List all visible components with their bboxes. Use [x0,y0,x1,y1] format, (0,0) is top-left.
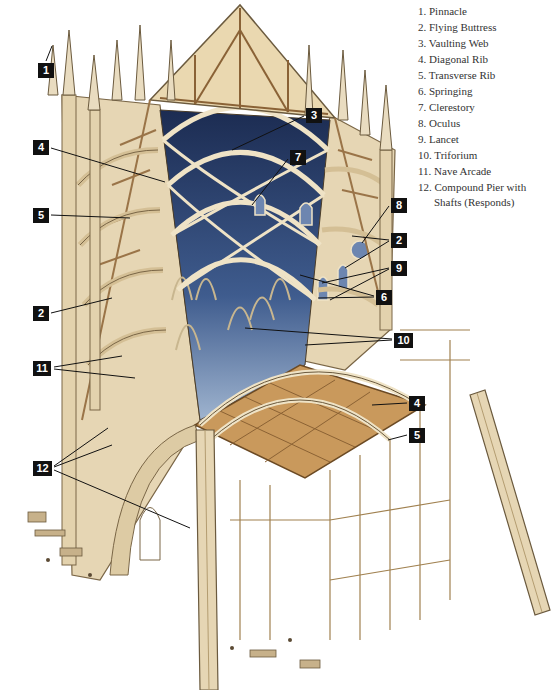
callout-number-text: 6 [381,291,387,303]
callout-number-text: 5 [414,429,420,441]
callout-number: 4 [409,396,425,411]
callout-number: 6 [376,290,392,305]
callout-number: 11 [33,361,51,376]
part-name: 6. Springing [418,84,552,99]
callout-number: 2 [391,233,407,248]
part-name: 3. Vaulting Web [418,36,552,51]
part-name: 12. Compound Pier with Shafts (Responds) [418,180,552,210]
callout-number: 5 [409,428,425,443]
callout-number: 3 [306,108,322,123]
callout-number-text: 1 [43,64,49,76]
callout-number-text: 12 [36,462,48,474]
part-name: 10. Triforium [418,148,552,163]
callout-number-text: 10 [397,334,409,346]
callout-number: 2 [33,306,49,321]
part-name: 9. Lancet [418,132,552,147]
callout-number-text: 3 [311,109,317,121]
callout-number-text: 8 [396,199,402,211]
callout-number: 9 [391,261,407,276]
callout-number: 10 [394,333,413,348]
callout-number-text: 4 [38,141,44,153]
part-name: 7. Clerestory [418,100,552,115]
callout-number: 1 [38,63,54,78]
part-name: 11. Nave Arcade [418,164,552,179]
parts-list: 1. Pinnacle2. Flying Buttress3. Vaulting… [418,4,552,211]
callout-number-text: 2 [38,307,44,319]
callout-number-text: 5 [38,209,44,221]
part-name: 4. Diagonal Rib [418,52,552,67]
callout-number: 7 [290,150,306,165]
leader-lines [46,46,407,528]
callout-number-text: 2 [396,234,402,246]
callout-number-text: 7 [295,151,301,163]
callout-number-text: 4 [414,397,420,409]
callout-number-text: 9 [396,262,402,274]
callout-number: 4 [33,140,49,155]
part-name: 2. Flying Buttress [418,20,552,35]
part-name: 5. Transverse Rib [418,68,552,83]
part-name: 8. Oculus [418,116,552,131]
callout-number: 12 [33,461,52,476]
part-name: 1. Pinnacle [418,4,552,19]
callout-number: 5 [33,208,49,223]
callout-number: 8 [391,198,407,213]
callout-number-text: 11 [36,362,48,374]
